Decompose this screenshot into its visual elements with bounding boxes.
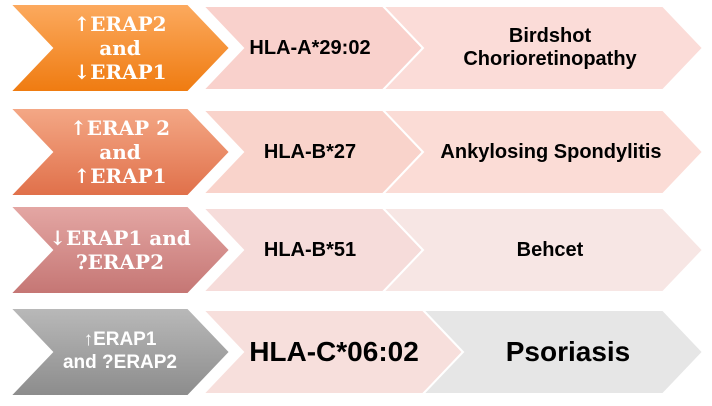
enzyme-chevron: ↑ERAP 2 and ↑ERAP1	[7, 106, 232, 198]
enzyme-label: ↑ERAP2 and ↓ERAP1	[73, 12, 167, 84]
disease-chevron: Ankylosing Spondylitis	[380, 106, 705, 198]
enzyme-chevron-shape	[7, 307, 232, 397]
allele-chevron: HLA-B*51	[200, 204, 428, 296]
disease-label: Birdshot Chorioretinopathy	[463, 25, 637, 70]
allele-label: HLA-C*06:02	[249, 335, 419, 367]
disease-chevron-shape	[420, 309, 705, 395]
allele-label: HLA-B*51	[263, 238, 357, 261]
enzyme-chevron: ↑ERAP1 and ?ERAP2	[7, 306, 232, 398]
enzyme-chevron: ↓ERAP1 and ?ERAP2	[7, 204, 232, 296]
association-row-3: ↓ERAP1 and ?ERAP2 HLA-B*51 Behcet	[0, 204, 712, 296]
enzyme-chevron: ↑ERAP2 and ↓ERAP1	[7, 2, 232, 94]
enzyme-label: ↓ERAP1 and ?ERAP2	[49, 226, 191, 274]
disease-chevron-shape	[380, 109, 705, 195]
disease-label: Behcet	[516, 238, 584, 261]
disease-label: Psoriasis	[505, 335, 631, 367]
enzyme-chevron-shape	[7, 107, 232, 197]
allele-label: HLA-B*27	[263, 140, 357, 163]
enzyme-chevron-shape	[7, 205, 232, 295]
allele-chevron: HLA-B*27	[200, 106, 428, 198]
enzyme-label: ↑ERAP1 and ?ERAP2	[62, 329, 178, 373]
enzyme-chevron-shape	[7, 3, 232, 93]
association-row-2: ↑ERAP 2 and ↑ERAP1 HLA-B*27 Ankylosing S…	[0, 106, 712, 198]
disease-chevron: Psoriasis	[420, 306, 705, 398]
association-row-4: ↑ERAP1 and ?ERAP2 HLA-C*06:02 Psoriasis	[0, 306, 712, 398]
disease-chevron-shape	[380, 207, 705, 293]
enzyme-label: ↑ERAP 2 and ↑ERAP1	[69, 116, 171, 188]
disease-chevron: Birdshot Chorioretinopathy	[380, 2, 705, 94]
disease-chevron: Behcet	[380, 204, 705, 296]
association-row-1: ↑ERAP2 and ↓ERAP1 HLA-A*29:02 Birdshot C…	[0, 2, 712, 94]
allele-label: HLA-A*29:02	[249, 36, 371, 59]
disease-chevron-shape	[380, 5, 705, 91]
disease-label: Ankylosing Spondylitis	[440, 140, 662, 163]
